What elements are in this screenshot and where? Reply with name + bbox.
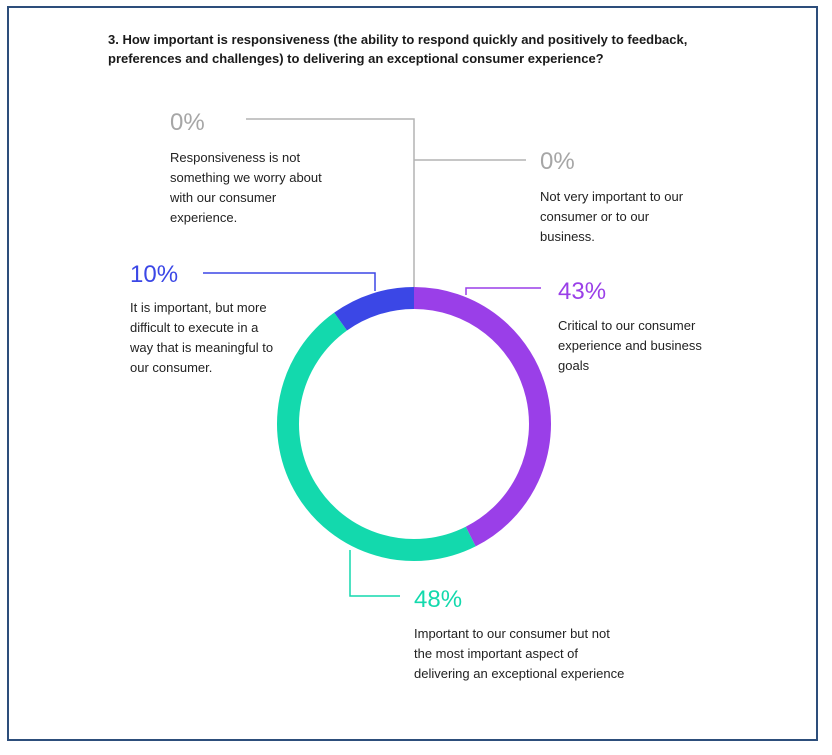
leader-line-important [349,550,400,597]
desc-not-very-important: Not very important to our consumer or to… [540,189,684,244]
desc-not-worry: Responsiveness is not something we worry… [170,150,322,225]
chart-frame [7,6,818,741]
pct-label-not-worry: 0% [170,109,205,136]
pct-label-difficult: 10% [130,261,179,288]
leader-line-difficult [203,272,376,291]
desc-important: Important to our consumer but not the mo… [414,626,625,681]
slice-critical [413,287,551,547]
leader-line-not-worry [246,118,415,287]
slice-difficult [334,287,415,331]
desc-critical: Critical to our consumer experience and … [558,318,702,373]
pct-label-critical: 43% [558,278,607,305]
desc-difficult: It is important, but more difficult to e… [130,300,274,375]
pct-label-important: 48% [414,586,463,613]
leader-line-critical [465,287,541,295]
slice-important [277,312,476,561]
question-title: 3. How important is responsiveness (the … [108,32,688,66]
pct-label-not-very-important: 0% [540,148,575,175]
